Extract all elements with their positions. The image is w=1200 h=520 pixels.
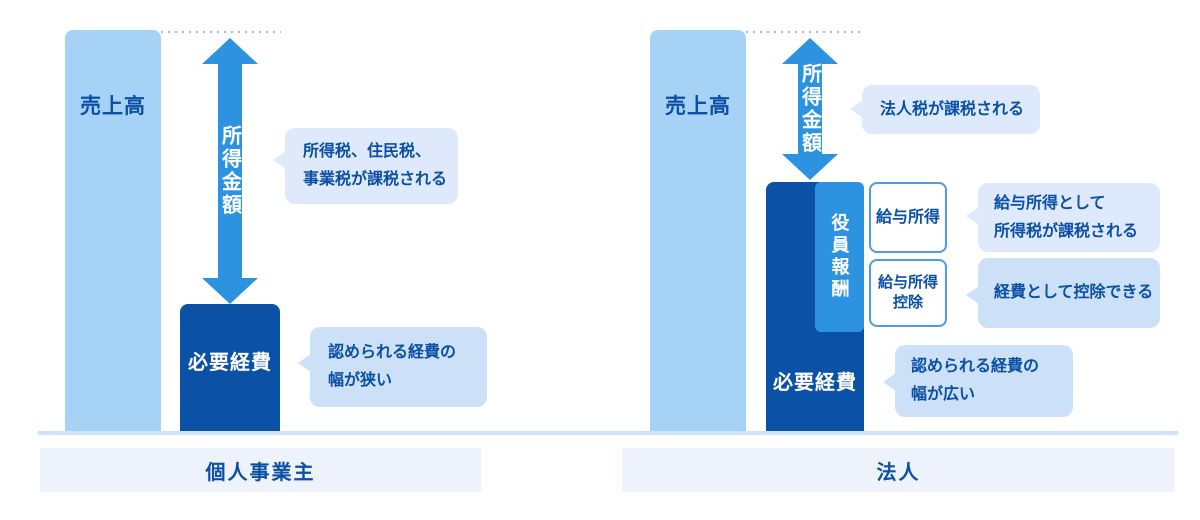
left-expense-bar: 必要経費 bbox=[180, 304, 280, 433]
right-income-arrow-label: 所得金額 bbox=[798, 63, 821, 155]
salary-deduction-box-line: 給与所得 bbox=[877, 273, 938, 291]
bubble-text-line: 事業税が課税される bbox=[303, 171, 448, 188]
salary-deduction-bubble: 経費として控除できる bbox=[966, 258, 1160, 328]
salary-deduction-box-line: 控除 bbox=[892, 294, 923, 311]
bubble-tail-icon bbox=[273, 151, 286, 169]
right-tax-bubble: 法人税が課税される bbox=[850, 85, 1040, 134]
bubble-tail-icon bbox=[966, 286, 979, 304]
right-sales-label: 売上高 bbox=[665, 95, 731, 118]
bubble-text-line: 認められる経費の bbox=[328, 344, 457, 361]
arrow-down-head-icon bbox=[782, 154, 838, 180]
salary-income-bubble: 給与所得として 所得税が課税される bbox=[966, 183, 1160, 252]
salary-deduction-box: 給与所得 控除 bbox=[869, 259, 947, 327]
bubble-text-line: 認められる経費の bbox=[911, 358, 1040, 375]
arrow-down-head-icon bbox=[202, 278, 258, 304]
bubble-tail-icon bbox=[298, 354, 311, 372]
officer-compensation-box: 役員報酬 bbox=[815, 182, 864, 332]
arrow-shaft bbox=[798, 64, 822, 154]
bubble-text-line: 法人税が課税される bbox=[880, 100, 1025, 118]
left-caption: 個人事業主 bbox=[205, 461, 316, 484]
bubble-text-line: 所得税、住民税、 bbox=[303, 143, 432, 160]
left-tax-bubble: 所得税、住民税、 事業税が課税される bbox=[273, 128, 458, 204]
left-caption-bar: 個人事業主 bbox=[40, 448, 481, 492]
bubble-text-line: 経費として控除できる bbox=[994, 284, 1154, 301]
arrow-up-head-icon bbox=[782, 38, 838, 64]
right-sales-bar: 売上高 bbox=[650, 30, 746, 433]
left-sales-bar: 売上高 bbox=[65, 30, 161, 433]
left-sales-top-dotted-line bbox=[161, 31, 281, 33]
left-income-arrow-label: 所得金額 bbox=[218, 125, 241, 217]
bubble-text-line: 所得税が課税される bbox=[994, 222, 1139, 240]
officer-compensation-label: 役員報酬 bbox=[829, 213, 850, 301]
bubble-text-line: 幅が広い bbox=[911, 386, 976, 403]
bubble-text-line: 給与所得として bbox=[994, 194, 1106, 212]
salary-income-box-label: 給与所得 bbox=[875, 208, 940, 226]
bubble-text-line: 幅が狭い bbox=[328, 372, 393, 389]
salary-income-box: 給与所得 bbox=[869, 182, 947, 253]
left-expense-label: 必要経費 bbox=[188, 352, 272, 374]
bubble-tail-icon bbox=[850, 100, 863, 118]
right-expense-bubble: 認められる経費の 幅が広い bbox=[883, 345, 1073, 417]
left-expense-bubble: 認められる経費の 幅が狭い bbox=[298, 327, 487, 407]
right-expense-label: 必要経費 bbox=[773, 372, 857, 394]
baseline-rule bbox=[38, 431, 1178, 435]
right-sales-top-dotted-line bbox=[746, 31, 862, 33]
bubble-tail-icon bbox=[883, 373, 896, 391]
right-caption-bar: 法人 bbox=[622, 448, 1175, 492]
right-caption: 法人 bbox=[876, 461, 921, 484]
right-income-range-arrow: 所得金額 bbox=[782, 38, 838, 180]
left-income-range-arrow: 所得金額 bbox=[202, 38, 258, 304]
left-sales-label: 売上高 bbox=[80, 95, 146, 118]
arrow-up-head-icon bbox=[202, 38, 258, 64]
bubble-tail-icon bbox=[966, 207, 979, 225]
arrow-shaft bbox=[218, 64, 242, 278]
